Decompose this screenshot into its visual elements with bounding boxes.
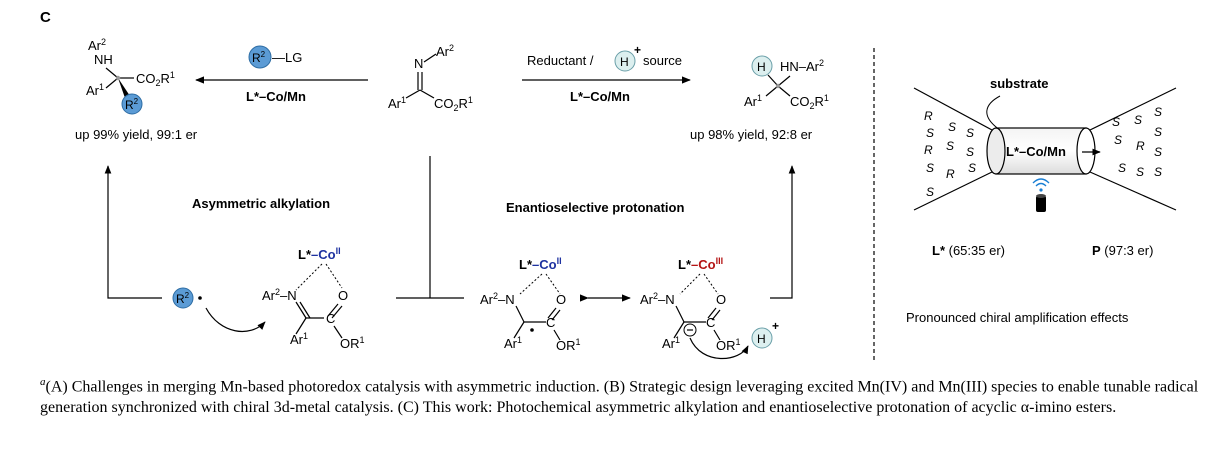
svg-text:H: H	[757, 60, 766, 74]
product-er-label: P (97:3 er)	[1092, 243, 1153, 258]
svg-text:R: R	[924, 109, 933, 123]
svg-text:H: H	[757, 332, 766, 346]
alkylation-catalyst: L*–Co/Mn	[246, 89, 306, 104]
svg-text:C: C	[706, 315, 715, 330]
svg-text:Ar2–N: Ar2–N	[640, 291, 675, 307]
svg-text:Ar1: Ar1	[504, 335, 522, 351]
svg-text:S: S	[1154, 125, 1162, 139]
alkylation-return-arrow	[104, 165, 162, 299]
svg-text:S: S	[926, 161, 934, 175]
svg-text:O: O	[716, 292, 726, 307]
radical-addition-arrow	[205, 307, 266, 333]
protonation-product: H HN–Ar2 Ar1 CO2R1	[744, 55, 829, 111]
svg-text:+: +	[634, 43, 641, 57]
svg-text:OR1: OR1	[340, 335, 365, 351]
svg-text:Ar2: Ar2	[436, 43, 454, 59]
co-iii-complex: L*–CoIII Ar2–N O C Ar1 OR1 H +	[640, 256, 779, 360]
protonation-catalyst: L*–Co/Mn	[570, 89, 630, 104]
amplification-label: Pronounced chiral amplification effects	[906, 310, 1129, 325]
svg-text:Ar1: Ar1	[86, 82, 104, 98]
svg-text:S: S	[1112, 115, 1120, 129]
svg-text:L*–CoIII: L*–CoIII	[678, 256, 723, 272]
svg-text:OR1: OR1	[716, 337, 741, 353]
svg-text:Ar2–N: Ar2–N	[480, 291, 515, 307]
svg-text:Ar1: Ar1	[744, 93, 762, 109]
svg-text:N: N	[414, 56, 423, 71]
imino-ester-substrate: N Ar2 Ar1 CO2R1	[388, 43, 473, 113]
svg-text:S: S	[968, 161, 976, 175]
svg-text:H: H	[620, 55, 629, 69]
svg-text:L*–CoII: L*–CoII	[519, 256, 562, 272]
svg-text:CO2R1: CO2R1	[434, 95, 473, 113]
source-label: source	[643, 53, 682, 68]
svg-text:O: O	[338, 288, 348, 303]
svg-text:—LG: —LG	[272, 50, 302, 65]
alkylation-yield: up 99% yield, 99:1 er	[75, 127, 198, 142]
svg-text:O: O	[556, 292, 566, 307]
reagent-r-lg: R2 —LG	[248, 45, 302, 69]
protonation-yield: up 98% yield, 92:8 er	[690, 127, 813, 142]
svg-text:S: S	[946, 139, 954, 153]
svg-text:CO2R1: CO2R1	[790, 93, 829, 111]
svg-text:Ar2–N: Ar2–N	[262, 287, 297, 303]
left-configurations: R S S S R S S S R S S	[924, 109, 976, 199]
svg-text:OR1: OR1	[556, 337, 581, 353]
svg-text:Ar1: Ar1	[290, 331, 308, 347]
enantioselective-protonation-label: Enantioselective protonation	[506, 200, 684, 215]
caption-marker: a	[40, 376, 46, 388]
svg-text:S: S	[1134, 113, 1142, 127]
svg-text:CO2R1: CO2R1	[136, 70, 175, 88]
asymmetric-alkylation-label: Asymmetric alkylation	[192, 196, 330, 211]
svg-text:S: S	[1154, 165, 1162, 179]
svg-text:Ar1: Ar1	[388, 95, 406, 111]
svg-text:R2: R2	[176, 291, 190, 306]
panel-label: C	[40, 9, 51, 26]
svg-text:R: R	[1136, 139, 1145, 153]
svg-text:S: S	[966, 126, 974, 140]
co-ii-complex-protonation: L*–CoII Ar2–N O C Ar1 OR1	[480, 256, 581, 353]
light-source-icon	[1032, 178, 1050, 212]
protonation-return-arrow	[770, 165, 796, 299]
svg-text:+: +	[772, 319, 779, 333]
svg-text:R: R	[924, 143, 933, 157]
substrate-label: substrate	[990, 76, 1049, 91]
svg-text:S: S	[1154, 105, 1162, 119]
svg-text:L*–CoII: L*–CoII	[298, 246, 341, 262]
svg-text:HN–Ar2: HN–Ar2	[780, 58, 824, 74]
reductant-label: Reductant /	[527, 53, 594, 68]
svg-text:Ar1: Ar1	[662, 335, 680, 351]
svg-text:C: C	[546, 315, 555, 330]
svg-text:C: C	[326, 311, 335, 326]
reaction-scheme: C Ar2 NH CO2R1 Ar1 R2 up 99% yield, 99:1…	[40, 9, 1177, 362]
svg-text:S: S	[926, 185, 934, 199]
svg-text:S: S	[926, 126, 934, 140]
ligand-er-label: L* (65:35 er)	[932, 243, 1005, 258]
svg-text:NH: NH	[94, 52, 113, 67]
svg-text:S: S	[948, 120, 956, 134]
svg-text:S: S	[1118, 161, 1126, 175]
chiral-amplification-figure: substrate L*–Co/Mn R S S S R S S S R S S…	[906, 76, 1177, 325]
co-ii-complex-alkylation: L*–CoII Ar2–N O C Ar1 OR1	[262, 246, 365, 351]
svg-text:S: S	[966, 145, 974, 159]
svg-text:R2: R2	[125, 97, 139, 112]
svg-text:R: R	[946, 167, 955, 181]
svg-text:Ar2: Ar2	[88, 37, 106, 53]
svg-text:S: S	[1136, 165, 1144, 179]
figure-caption: a(A) Challenges in merging Mn-based phot…	[40, 372, 1200, 418]
reactor-catalyst-label: L*–Co/Mn	[1006, 144, 1066, 159]
alkylation-product: Ar2 NH CO2R1 Ar1 R2	[86, 37, 175, 115]
svg-text:R2: R2	[252, 50, 266, 65]
caption-text: (A) Challenges in merging Mn-based photo…	[40, 378, 1199, 417]
svg-text:S: S	[1114, 133, 1122, 147]
svg-text:S: S	[1154, 145, 1162, 159]
right-configurations: S S S S S R S S S S	[1112, 105, 1162, 179]
